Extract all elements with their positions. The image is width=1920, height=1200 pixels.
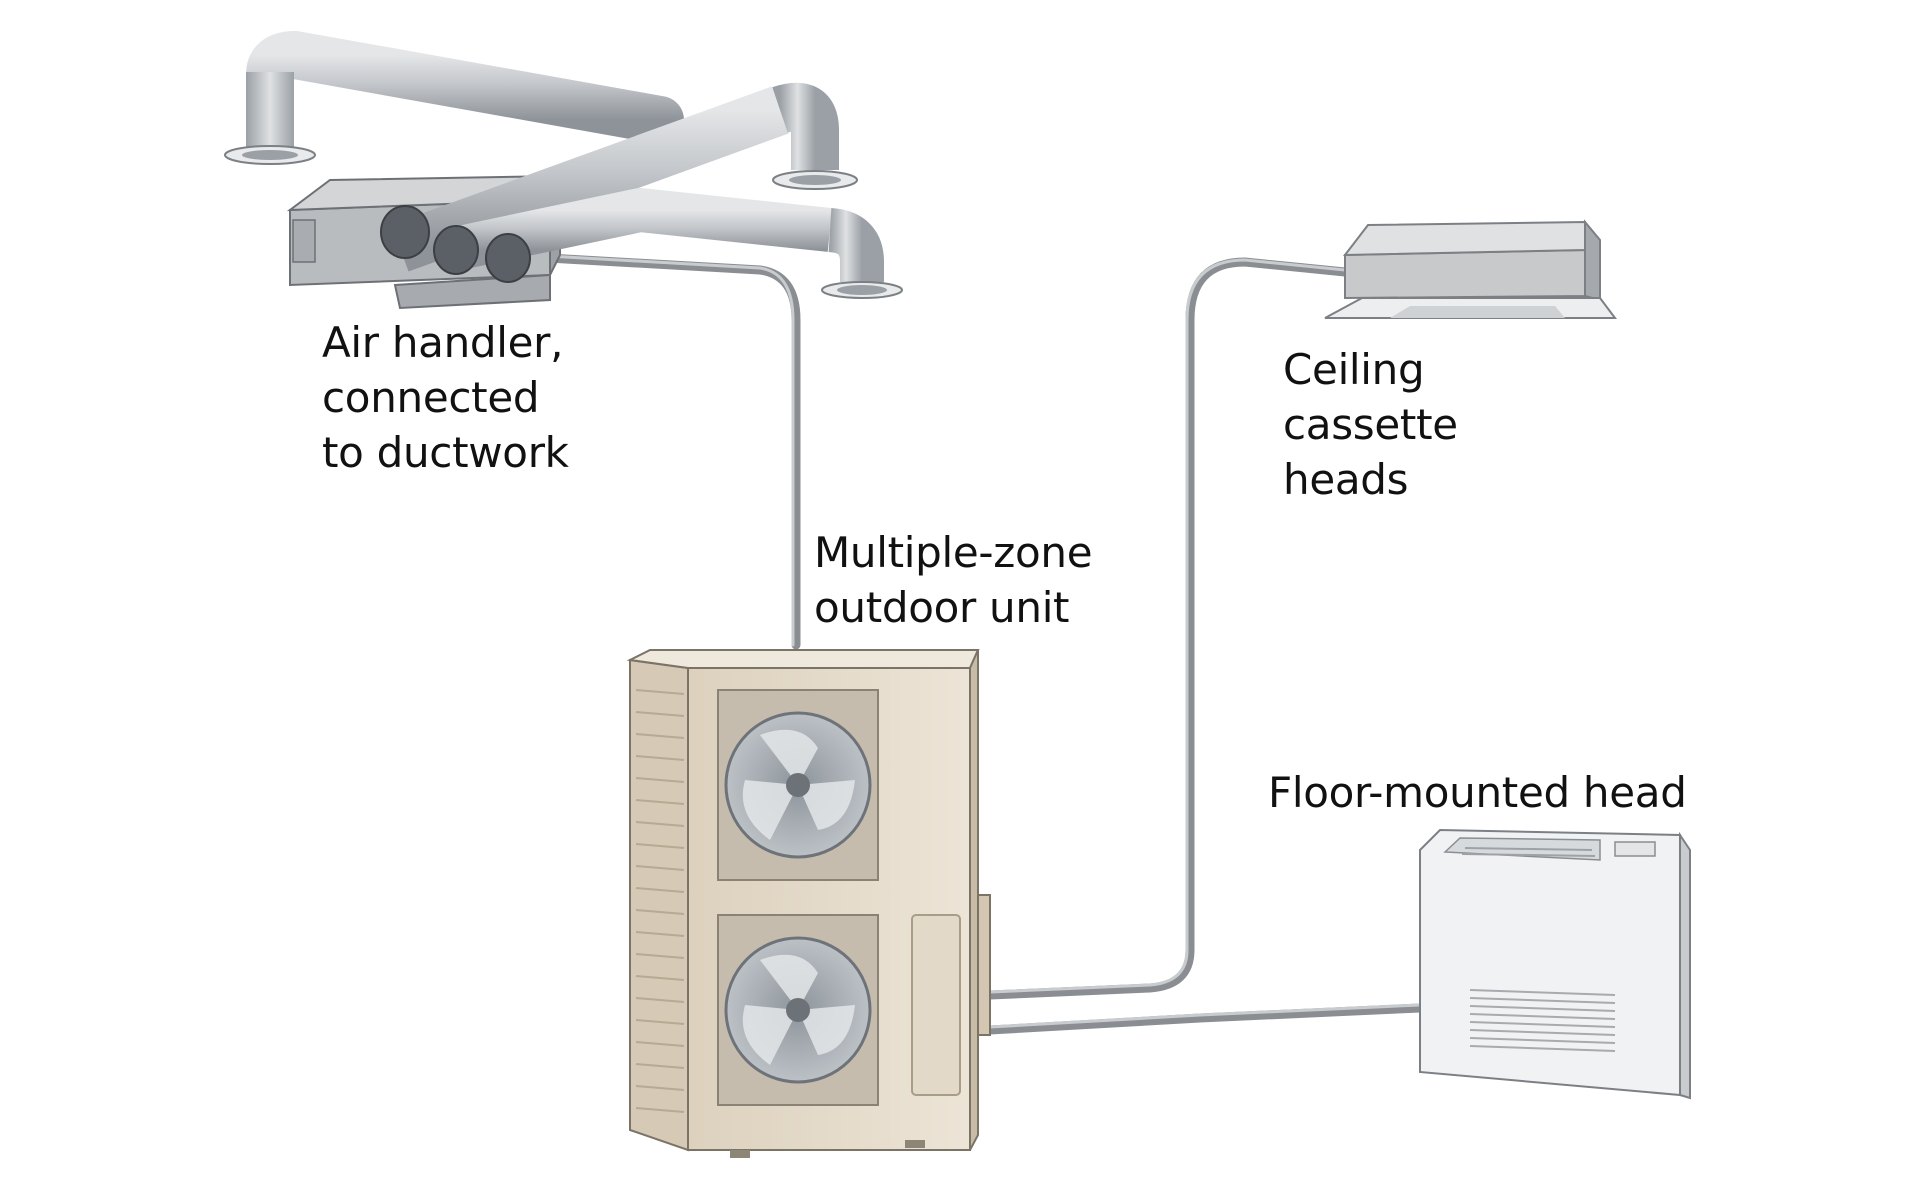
line-set-ceiling-cassette xyxy=(985,257,1350,1000)
label-ceiling-cassette-line-3: heads xyxy=(1283,455,1409,504)
label-air-handler-line-2: connected xyxy=(322,373,540,422)
label-ceiling-cassette-line-1: Ceiling xyxy=(1283,345,1425,394)
label-air-handler: Air handler, connected to ductwork xyxy=(322,315,569,480)
label-air-handler-line-1: Air handler, xyxy=(322,318,564,367)
floor-head-icon xyxy=(1419,828,1691,1100)
ceiling-cassette-icon xyxy=(1324,219,1617,319)
label-ceiling-cassette: Ceiling cassette heads xyxy=(1283,342,1458,507)
label-ceiling-cassette-line-2: cassette xyxy=(1283,400,1458,449)
label-air-handler-line-3: to ductwork xyxy=(322,428,569,477)
label-floor-head-line-1: Floor-mounted head xyxy=(1268,768,1687,817)
line-set-air-handler xyxy=(543,253,801,650)
line-set-floor-head xyxy=(985,1003,1425,1035)
ductwork-icon xyxy=(224,30,903,299)
label-outdoor-unit-line-2: outdoor unit xyxy=(814,583,1070,632)
label-outdoor-unit-line-1: Multiple-zone xyxy=(814,528,1093,577)
label-outdoor-unit: Multiple-zone outdoor unit xyxy=(814,525,1093,635)
outdoor-unit-icon xyxy=(626,649,991,1158)
label-floor-head: Floor-mounted head xyxy=(1268,765,1687,820)
